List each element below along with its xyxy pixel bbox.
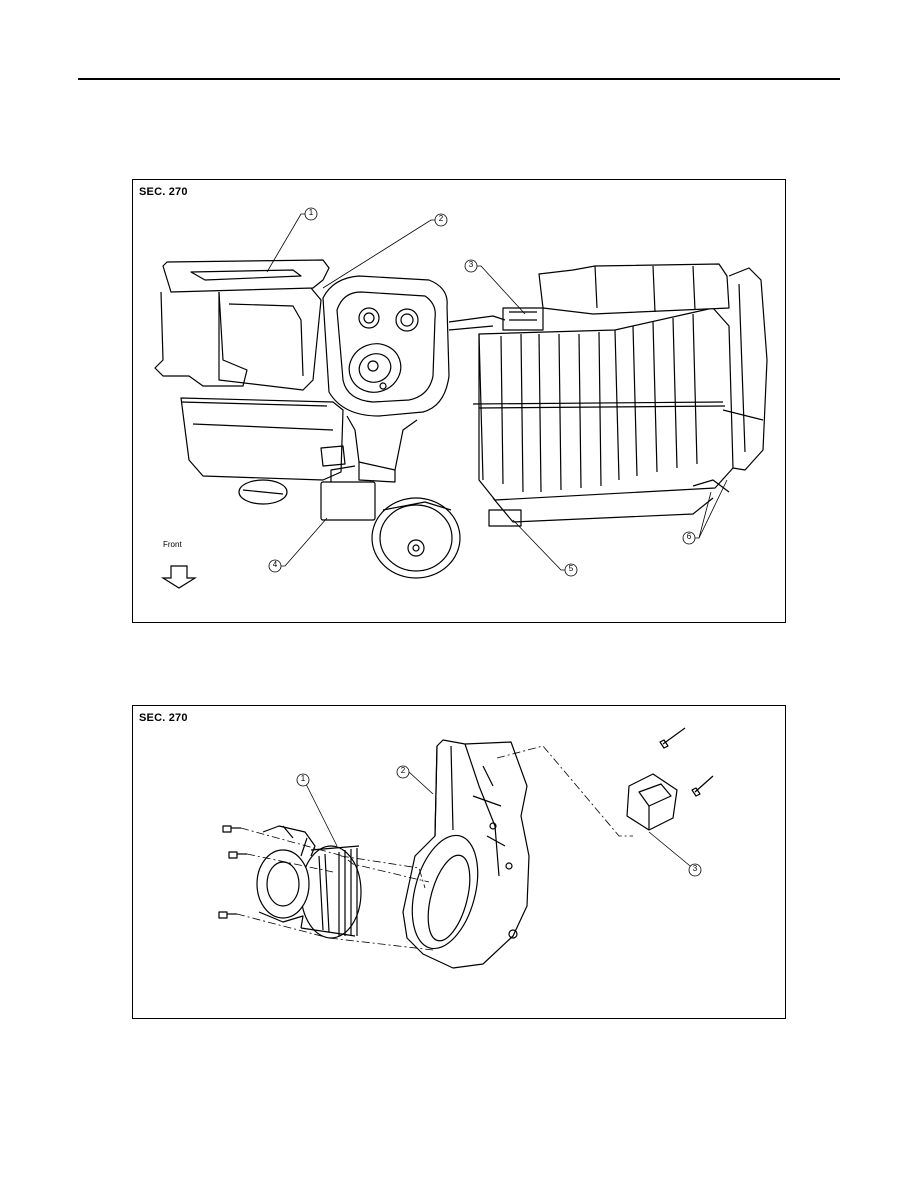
callout-3: 3 (692, 864, 698, 873)
header-rule (78, 78, 840, 80)
callout-6: 6 (686, 532, 692, 541)
section-label: SEC. 270 (139, 712, 188, 724)
callout-5: 5 (568, 564, 574, 573)
section-label: SEC. 270 (139, 186, 188, 198)
front-arrow-icon (160, 565, 198, 589)
callout-4: 4 (272, 560, 278, 569)
heater-unit-figure: SEC. 270 (132, 179, 786, 623)
heater-unit-drawing (154, 207, 768, 589)
callout-2: 2 (400, 766, 406, 775)
front-label: Front (163, 540, 182, 549)
blower-motor-drawing (218, 727, 714, 969)
callout-2: 2 (438, 214, 444, 223)
callout-1: 1 (300, 774, 306, 783)
callout-1: 1 (308, 208, 314, 217)
callout-3: 3 (468, 260, 474, 269)
blower-motor-figure: SEC. 270 (132, 705, 786, 1019)
callout-markers (268, 207, 696, 577)
callout-markers (296, 765, 702, 877)
